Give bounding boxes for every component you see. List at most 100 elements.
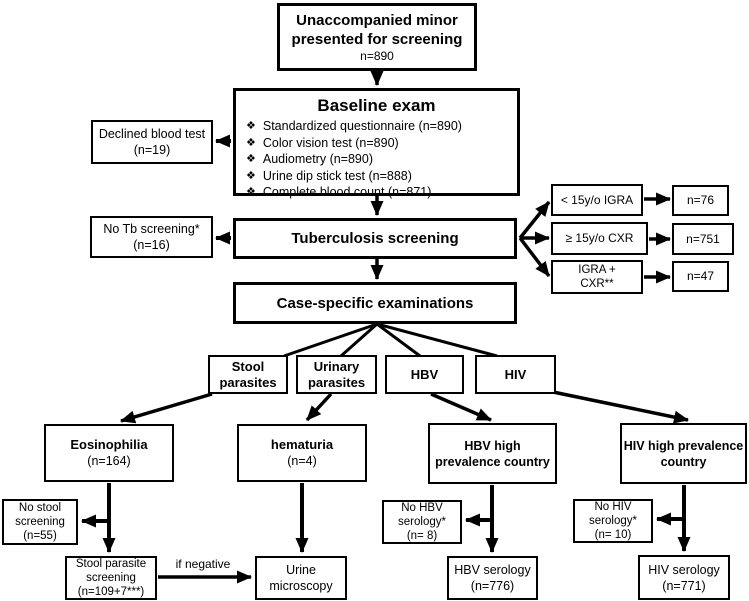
igra-cxr-node: IGRA + CXR** <box>551 260 643 294</box>
hiv-high-prevalence-node: HIV high prevalence country <box>620 423 747 484</box>
hbv-serology-node: HBV serology (n=776) <box>447 556 538 600</box>
hbv-node: HBV <box>385 355 464 394</box>
no-hbv-line2: serology* <box>398 516 446 528</box>
hbv-high-line2: prevalence country <box>435 454 550 469</box>
no-hiv-count: (n= 10) <box>594 529 632 541</box>
if-negative-label: if negative <box>175 557 231 571</box>
no-tb-line1: No Tb screening* <box>103 222 200 236</box>
no-tb-screening-node: No Tb screening* (n=16) <box>90 216 213 258</box>
arrow-hbv-to-hbv-high <box>430 392 492 422</box>
no-stool-line1: No stool <box>18 502 62 514</box>
cxr-label: ≥ 15y/o CXR <box>565 231 634 245</box>
baseline-item-text: Urine dip stick test (n=888) <box>262 168 412 183</box>
diamond-bullet-icon: ❖ <box>246 136 256 149</box>
urinary-line1: Urinary <box>313 358 360 374</box>
urine-microscopy-line1: Urine <box>286 563 316 577</box>
arrow-tb-to-igra <box>518 200 551 240</box>
hbv-label: HBV <box>410 366 439 382</box>
hiv-high-line2: country <box>660 454 707 469</box>
arrow-stool-to-eosinophilia <box>120 392 213 424</box>
no-hiv-line1: No HIV <box>594 501 632 513</box>
igra-cxr-count: n=47 <box>686 269 715 283</box>
diamond-bullet-icon: ❖ <box>246 120 256 132</box>
start-node: Unaccompanied minor presented for screen… <box>277 3 477 71</box>
case-specific-title: Case-specific examinations <box>276 294 474 312</box>
baseline-item-list: ❖ Standardized questionnaire (n=890) ❖ Col… <box>236 116 517 203</box>
cxr-count: n=751 <box>686 231 720 246</box>
igra-cxr-count-node: n=47 <box>672 261 729 292</box>
baseline-item-text: Complete blood count (n=871) <box>262 185 432 199</box>
igra-node: < 15y/o IGRA <box>551 184 643 216</box>
declined-blood-test-node: Declined blood test (n=19) <box>91 120 213 164</box>
igra-count: n=76 <box>686 193 715 207</box>
line-case-to-stool <box>283 322 378 358</box>
baseline-item-text: Audiometry (n=890) <box>262 152 374 166</box>
stool-parasite-screening-node: Stool parasite screening (n=109+7***) <box>65 556 157 600</box>
diamond-bullet-icon: ❖ <box>246 153 256 165</box>
no-hbv-count: (n= 8) <box>406 530 438 542</box>
urinary-line2: parasites <box>307 374 366 390</box>
hiv-serology-node: HIV serology (n=771) <box>638 555 730 600</box>
baseline-item: ❖ Audiometry (n=890) <box>246 151 511 168</box>
igra-count-node: n=76 <box>672 185 729 216</box>
diamond-bullet-icon: ❖ <box>246 186 256 198</box>
line-case-to-urinary <box>340 322 378 358</box>
arrow-tb-to-igra-cxr <box>518 236 551 278</box>
case-specific-node: Case-specific examinations <box>233 282 517 324</box>
no-stool-count: (n=55) <box>23 530 57 542</box>
hiv-label: HIV <box>504 366 527 382</box>
hematuria-count: (n=4) <box>287 454 317 468</box>
line-case-to-hiv <box>376 322 498 358</box>
baseline-item-text: Color vision test (n=890) <box>262 135 399 150</box>
hiv-serology-count: (n=771) <box>662 578 706 593</box>
hbv-high-line1: HBV high <box>464 438 521 453</box>
hiv-serology-line1: HIV serology <box>648 562 720 577</box>
line-case-to-hbv <box>376 322 421 358</box>
baseline-item: ❖ Complete blood count (n=871) <box>246 184 511 201</box>
no-hbv-line1: No HBV <box>401 502 443 514</box>
urinary-parasites-node: Urinary parasites <box>296 355 377 394</box>
urine-microscopy-line2: microscopy <box>269 579 333 593</box>
baseline-item: ❖ Standardized questionnaire (n=890) <box>246 118 511 135</box>
eosinophilia-line1: Eosinophilia <box>70 437 148 452</box>
hiv-node: HIV <box>475 355 556 394</box>
diamond-bullet-icon: ❖ <box>246 169 256 182</box>
no-stool-screening-node: No stool screening (n=55) <box>2 499 78 545</box>
no-hiv-line2: serology* <box>589 515 637 527</box>
hematuria-line1: hematuria <box>270 437 334 452</box>
urine-microscopy-node: Urine microscopy <box>255 556 347 600</box>
igra-label: < 15y/o IGRA <box>560 192 634 207</box>
igra-cxr-line1: IGRA + <box>578 264 616 276</box>
stool-screening-count: (n=109+7***) <box>77 586 145 598</box>
no-stool-line2: screening <box>15 516 65 528</box>
tb-title: Tuberculosis screening <box>291 230 459 247</box>
baseline-exam-node: Baseline exam ❖ Standardized questionnair… <box>233 88 520 199</box>
hiv-high-line1: HIV high prevalence <box>623 438 744 453</box>
eosinophilia-node: Eosinophilia (n=164) <box>44 424 174 482</box>
hbv-serology-line1: HBV serology <box>454 563 531 577</box>
cxr-node: ≥ 15y/o CXR <box>551 222 648 255</box>
declined-line1: Declined blood test <box>98 127 206 141</box>
hematuria-node: hematuria (n=4) <box>237 424 367 482</box>
start-line2: presented for screening <box>291 30 463 48</box>
baseline-item: ❖ Urine dip stick test (n=888) <box>246 168 511 185</box>
stool-screening-line1: Stool parasite <box>75 558 147 570</box>
start-count: n=890 <box>360 48 394 63</box>
stool-screening-line2: screening <box>86 572 136 584</box>
declined-count: (n=19) <box>133 143 171 157</box>
no-hbv-serology-node: No HBV serology* (n= 8) <box>382 500 462 544</box>
hbv-serology-count: (n=776) <box>470 579 515 593</box>
stool-line2: parasites <box>219 374 277 390</box>
igra-cxr-line2: CXR** <box>580 278 614 290</box>
no-tb-count: (n=16) <box>133 238 170 252</box>
baseline-item-text: Standardized questionnaire (n=890) <box>262 119 462 133</box>
tuberculosis-screening-node: Tuberculosis screening <box>233 218 517 259</box>
baseline-item: ❖ Color vision test (n=890) <box>246 135 511 152</box>
no-hiv-serology-node: No HIV serology* (n= 10) <box>573 499 653 543</box>
eosinophilia-count: (n=164) <box>87 454 131 468</box>
cxr-count-node: n=751 <box>672 223 734 255</box>
hbv-high-prevalence-node: HBV high prevalence country <box>428 423 557 484</box>
baseline-title: Baseline exam <box>317 96 436 115</box>
